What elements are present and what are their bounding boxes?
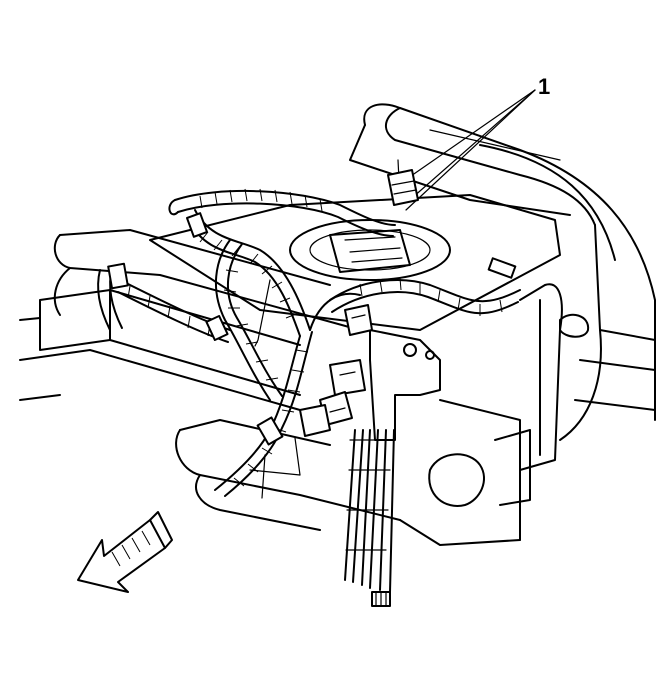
fuel-lines <box>344 429 395 607</box>
callout-label-1: 1 <box>538 74 551 99</box>
vehicle-body <box>349 103 656 471</box>
wiring-harness <box>97 188 521 497</box>
wire-stubs <box>249 159 401 499</box>
callout-1-leaders <box>387 89 536 211</box>
direction-arrow-icon <box>77 511 173 593</box>
connector-bracket <box>299 304 441 441</box>
harness-clips <box>107 212 517 446</box>
rear-crossmember <box>175 399 531 546</box>
frame-rail-left <box>19 229 361 411</box>
fuel-tank <box>149 194 561 331</box>
